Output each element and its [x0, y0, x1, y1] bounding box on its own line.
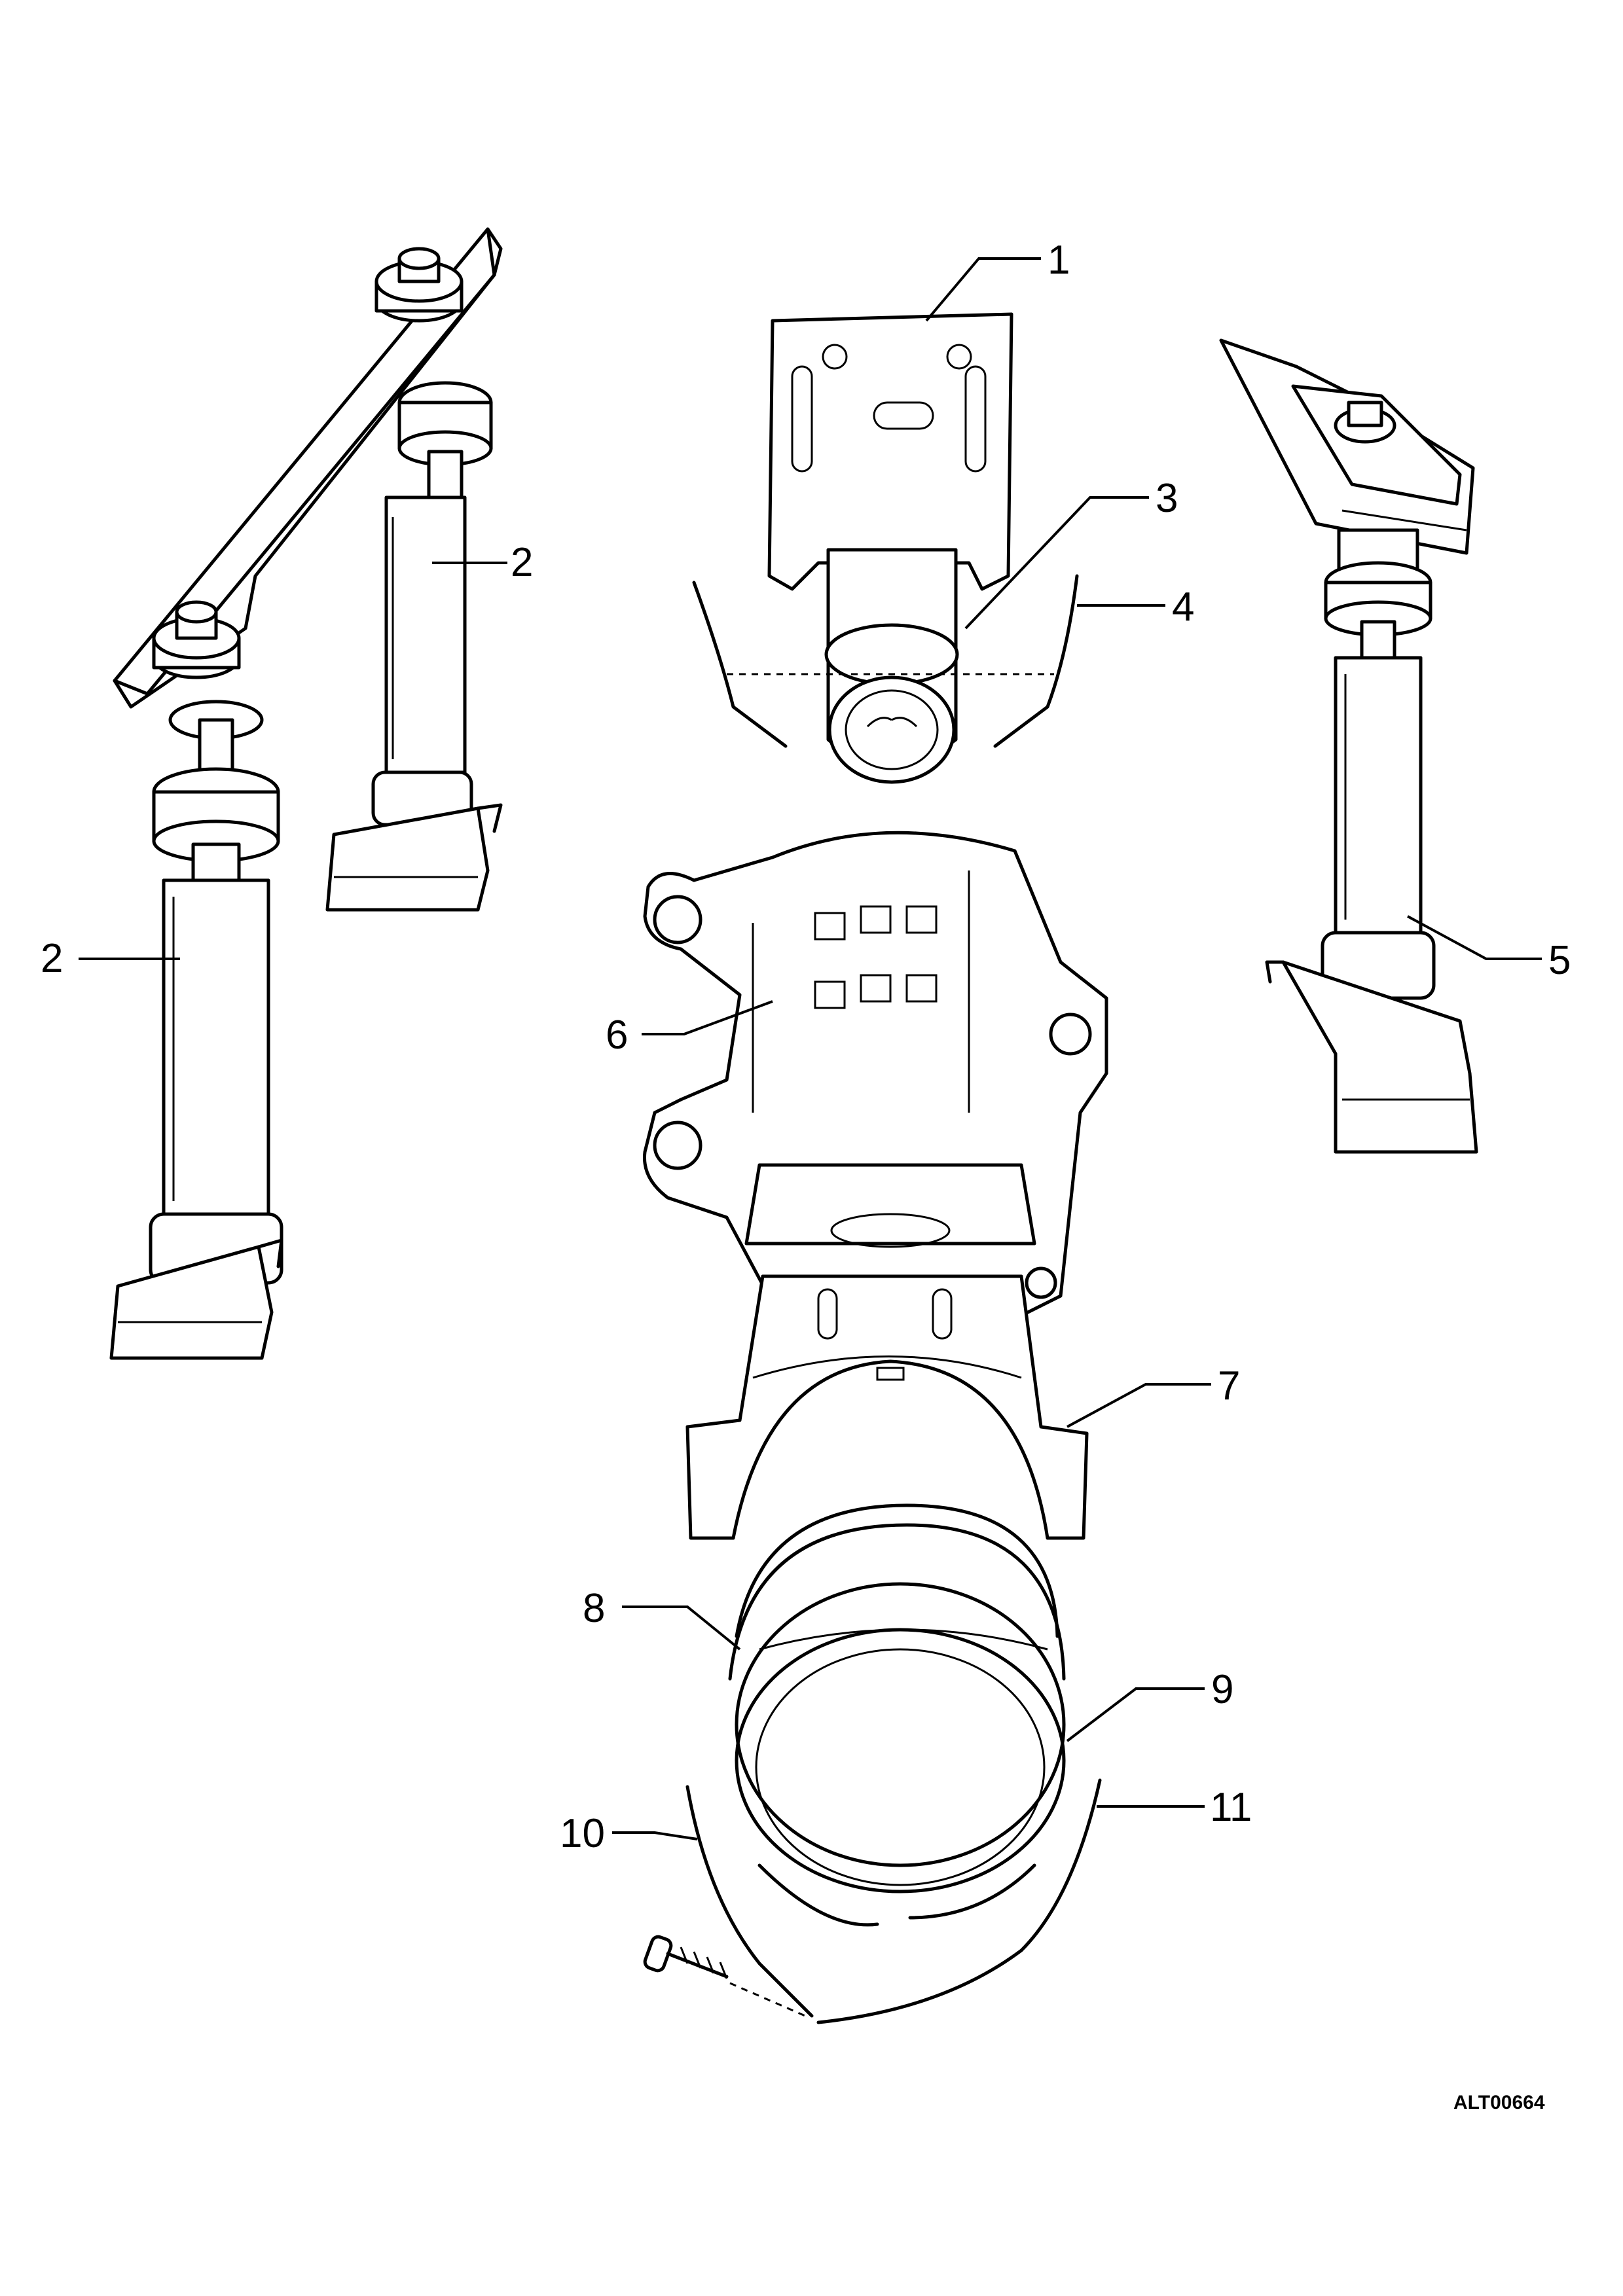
callout-11: 11 — [1210, 1785, 1252, 1830]
callout-5: 5 — [1548, 938, 1571, 983]
crossbar-lower-nut — [152, 600, 241, 679]
callout-3: 3 — [1156, 476, 1178, 521]
callout-1: 1 — [1048, 238, 1070, 283]
right-strut-assembly — [1219, 338, 1478, 1154]
callout-labels: 1 2 2 3 4 5 6 7 8 9 10 11 — [41, 238, 1571, 1856]
rear-strut — [325, 381, 503, 912]
right-mount-plate — [1219, 338, 1475, 555]
callout-4: 4 — [1172, 584, 1194, 630]
clamp-bolt — [643, 1935, 806, 2017]
callout-10: 10 — [560, 1811, 605, 1856]
crossbar-upper-nut — [374, 247, 464, 323]
callout-6: 6 — [606, 1013, 628, 1058]
callout-2-upper: 2 — [511, 540, 533, 585]
lower-yoke-bracket — [685, 1274, 1089, 1540]
front-strut — [109, 700, 283, 1360]
lower-strap-clamp — [685, 1778, 1102, 2024]
upper-collar-tube — [824, 548, 959, 784]
crossbar-bracket — [113, 227, 503, 709]
callout-8: 8 — [583, 1586, 605, 1631]
leader-lines — [79, 257, 1542, 1840]
callout-9: 9 — [1211, 1667, 1233, 1712]
clamp-rings — [728, 1503, 1066, 1893]
upper-adapter-bracket — [767, 312, 1013, 591]
left-strut-assembly — [109, 227, 503, 1360]
upper-strap-clamp — [692, 574, 1079, 748]
cage-windows — [814, 905, 938, 1009]
main-cage-housing — [642, 831, 1108, 1318]
callout-2-lower: 2 — [41, 936, 63, 981]
callout-7: 7 — [1218, 1363, 1240, 1408]
figure-code: ALT00664 — [1453, 2092, 1545, 2113]
